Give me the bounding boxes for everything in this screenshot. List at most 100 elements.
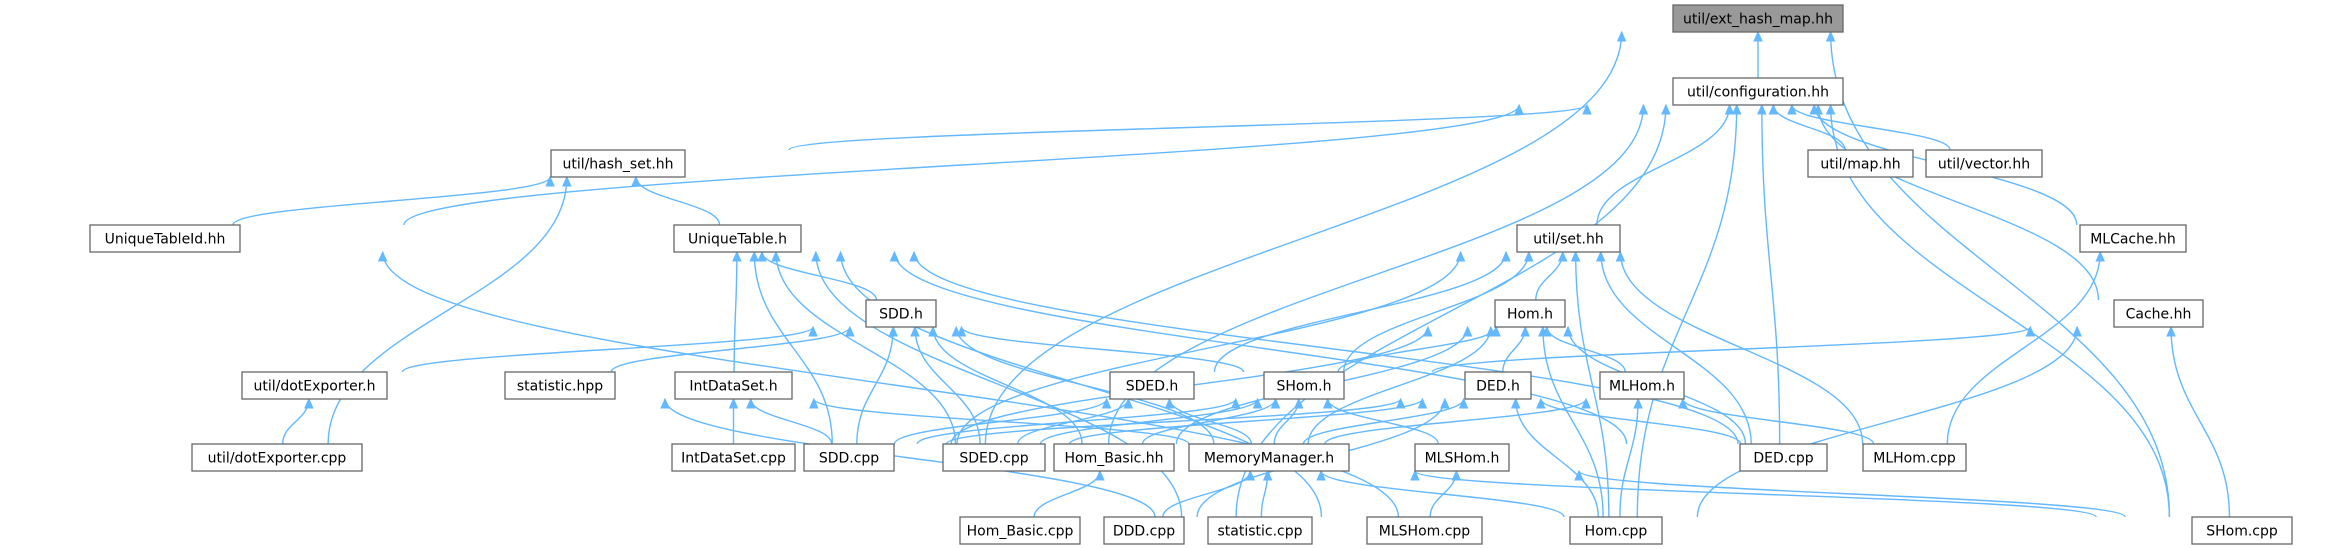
node-box — [1599, 371, 1685, 400]
edge-line — [1600, 251, 1752, 445]
edge-line — [1946, 251, 2101, 445]
node-intdataset-cpp[interactable]: IntDataSet.cpp — [671, 443, 796, 472]
arrowhead-icon — [1595, 250, 1606, 262]
arrowhead-icon — [1557, 250, 1568, 262]
edge-line — [1578, 470, 2126, 518]
arrowhead-icon — [1787, 103, 1797, 115]
arrowhead-icon — [888, 325, 898, 337]
node-util-ext-hash-map-hh[interactable]: util/ext_hash_map.hh — [1672, 4, 1844, 33]
edge-line — [945, 398, 1402, 445]
edge-line — [1342, 251, 1530, 373]
edge-sdd-cpp-to-sdd-h — [856, 325, 898, 445]
node-mlhom-cpp[interactable]: MLHom.cpp — [1862, 443, 1967, 472]
arrowhead-icon — [1455, 250, 1466, 262]
node-box — [550, 149, 686, 178]
node-cache-hh[interactable]: Cache.hh — [2113, 299, 2204, 328]
edge-line — [1761, 104, 1781, 445]
node-uniquetable-h[interactable]: UniqueTable.h — [673, 224, 802, 253]
edge-statistic-cpp-to-uniquetable-h — [811, 250, 1183, 518]
edge-line — [1540, 398, 1742, 445]
node-hom-basic-hh[interactable]: Hom_Basic.hh — [1053, 443, 1175, 472]
node-ddd-cpp[interactable]: DDD.cpp — [1103, 516, 1185, 545]
node-label: statistic.hpp — [517, 379, 603, 395]
node-label: Hom_Basic.cpp — [967, 524, 1074, 540]
node-util-map-hh[interactable]: util/map.hh — [1807, 149, 1914, 178]
edge-line — [1817, 104, 2100, 301]
node-sdd-cpp[interactable]: SDD.cpp — [803, 443, 895, 472]
edge-line — [1307, 326, 1492, 445]
edge-line — [1682, 398, 1875, 445]
node-label: UniqueTable.h — [688, 232, 787, 248]
node-util-vector-hh[interactable]: util/vector.hh — [1925, 149, 2043, 178]
node-shom-h[interactable]: SHom.h — [1263, 371, 1345, 400]
node-util-hash-set-hh[interactable]: util/hash_set.hh — [550, 149, 686, 178]
node-ded-cpp[interactable]: DED.cpp — [1739, 443, 1828, 472]
edge-intdataset-h-to-uniquetable-h — [732, 250, 742, 373]
node-box — [803, 443, 895, 472]
node-sdd-h[interactable]: SDD.h — [865, 299, 937, 328]
arrowhead-icon — [1245, 469, 1256, 481]
node-statistic-cpp[interactable]: statistic.cpp — [1207, 516, 1313, 545]
edge-line — [1696, 326, 2078, 518]
arrowhead-icon — [1724, 103, 1735, 115]
edge-line — [960, 326, 1245, 373]
node-statistic-hpp[interactable]: statistic.hpp — [504, 371, 616, 400]
arrowhead-icon — [1574, 469, 1584, 481]
node-uniquetableid-hh[interactable]: UniqueTableId.hh — [89, 224, 241, 253]
edge-mlhom-h-to-hom-h — [1542, 325, 1626, 373]
edge-mlshom-cpp-to-mlshom-h — [1429, 469, 1462, 518]
node-hom-basic-cpp[interactable]: Hom_Basic.cpp — [959, 516, 1081, 545]
edge-sded-cpp-to-ded-h — [1068, 397, 1428, 445]
arrowhead-icon — [1616, 30, 1627, 42]
node-util-configuration-hh[interactable]: util/configuration.hh — [1672, 77, 1844, 106]
arrowhead-icon — [771, 250, 781, 262]
node-label: util/dotExporter.h — [253, 379, 375, 395]
node-hom-h[interactable]: Hom.h — [1494, 299, 1566, 328]
arrowhead-icon — [2166, 325, 2176, 337]
node-label: util/dotExporter.cpp — [208, 451, 347, 467]
node-label: util/set.hh — [1533, 232, 1603, 248]
node-memorymanager-h[interactable]: MemoryManager.h — [1188, 443, 1350, 472]
node-mlshom-cpp[interactable]: MLSHom.cpp — [1366, 516, 1483, 545]
arrowhead-icon — [1095, 469, 1105, 481]
node-mlcache-hh[interactable]: MLCache.hh — [2079, 224, 2187, 253]
arrowhead-icon — [1252, 397, 1263, 409]
arrowhead-icon — [1768, 103, 1779, 115]
node-shom-cpp[interactable]: SHom.cpp — [2191, 516, 2293, 545]
edge-uniquetableid-hh-to-util-hash-set-hh — [232, 175, 555, 226]
arrowhead-icon — [1451, 469, 1462, 481]
node-sded-h[interactable]: SDED.h — [1109, 371, 1195, 400]
edge-memorymanager-h-to-mlhom-h — [1324, 397, 1591, 445]
arrowhead-icon — [1570, 250, 1581, 262]
edge-line — [664, 398, 1156, 518]
node-ded-h[interactable]: DED.h — [1464, 371, 1532, 400]
edge-line — [1619, 251, 1864, 445]
node-sded-cpp[interactable]: SDED.cpp — [942, 443, 1046, 472]
arrowhead-icon — [545, 175, 555, 187]
arrowhead-icon — [811, 250, 821, 262]
edge-shom-h-to-cache-hh — [1431, 325, 2036, 373]
node-label: util/vector.hh — [1938, 157, 2030, 173]
node-box — [2191, 516, 2293, 545]
node-box — [241, 371, 388, 400]
edge-shom-cpp-to-memorymanager-h — [1410, 469, 2097, 518]
arrowhead-icon — [835, 250, 846, 262]
node-util-dotexporter-h[interactable]: util/dotExporter.h — [241, 371, 388, 400]
node-label: MLHom.h — [1609, 379, 1675, 395]
node-util-set-hh[interactable]: util/set.hh — [1516, 224, 1621, 253]
arrowhead-icon — [1395, 397, 1406, 409]
node-intdataset-h[interactable]: IntDataSet.h — [674, 371, 793, 400]
node-util-dotexporter-cpp[interactable]: util/dotExporter.cpp — [191, 443, 363, 472]
edge-line — [984, 31, 1623, 445]
node-mlshom-h[interactable]: MLSHom.h — [1414, 443, 1510, 472]
node-hom-cpp[interactable]: Hom.cpp — [1569, 516, 1663, 545]
edge-shom-h-to-util-set-hh — [1342, 250, 1534, 373]
arrowhead-icon — [1164, 397, 1175, 409]
edge-line — [1829, 31, 2171, 518]
node-mlhom-h[interactable]: MLHom.h — [1599, 371, 1685, 400]
node-label: Hom.h — [1507, 307, 1553, 323]
arrowhead-icon — [1410, 469, 1420, 481]
arrowhead-icon — [809, 397, 819, 409]
node-label: MLHom.cpp — [1873, 451, 1956, 467]
arrowhead-icon — [889, 250, 900, 262]
